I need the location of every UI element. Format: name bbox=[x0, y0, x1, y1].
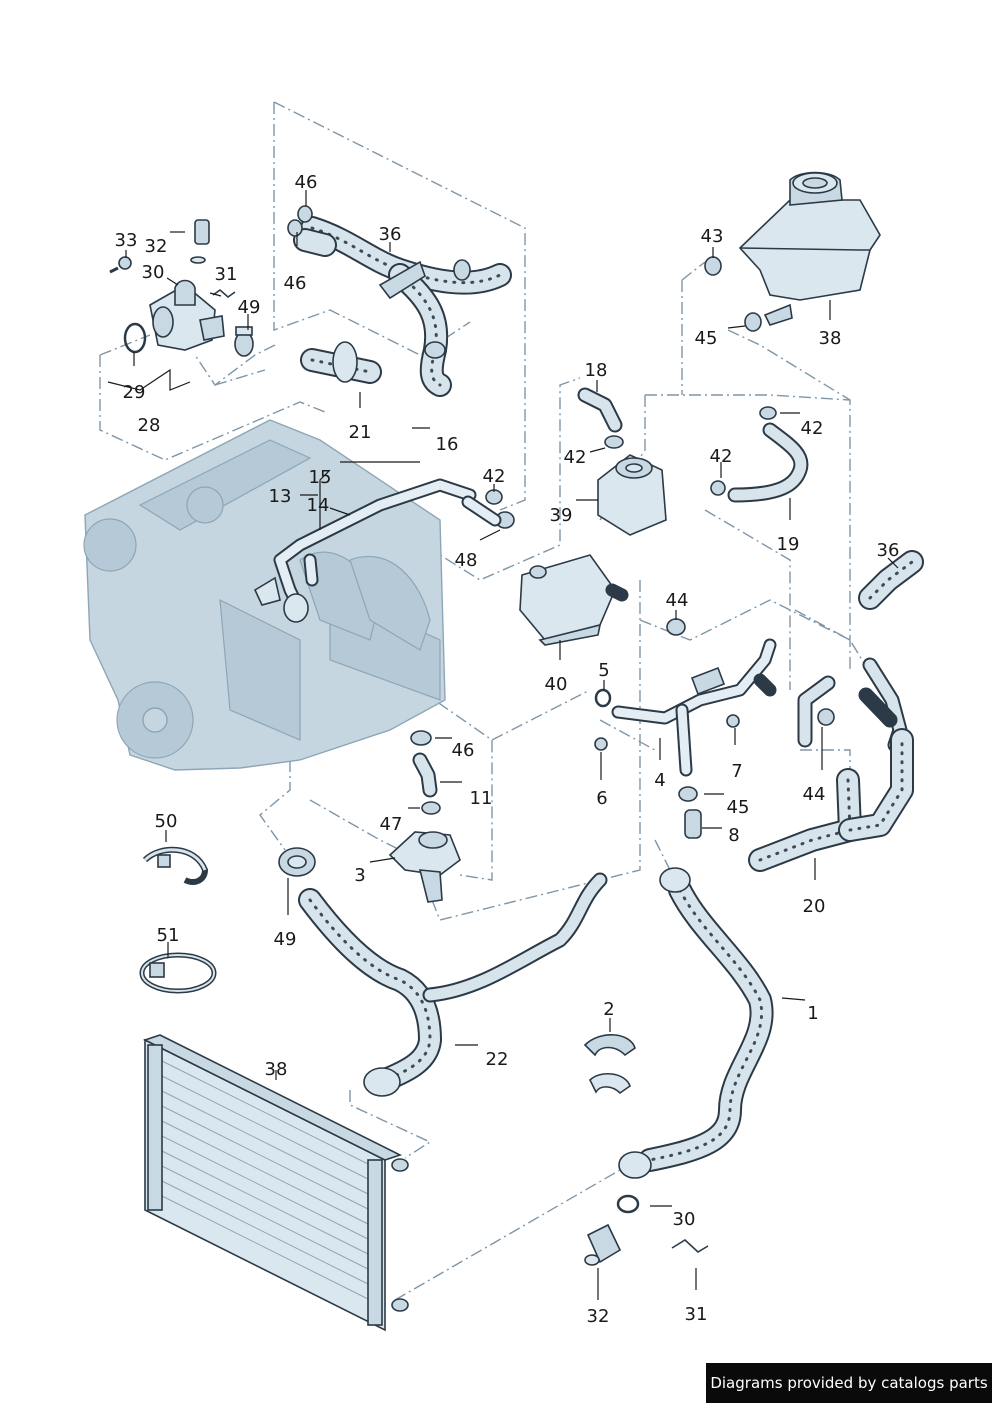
label-44: 44 bbox=[666, 590, 689, 611]
label-32: 32 bbox=[587, 1306, 610, 1327]
label-1: 1 bbox=[807, 1003, 818, 1024]
label-38: 38 bbox=[819, 328, 842, 349]
clip-31-lower bbox=[671, 1239, 709, 1253]
label-13: 13 bbox=[269, 486, 292, 507]
coolant-pipe-13 bbox=[253, 478, 477, 623]
bracket-2 bbox=[583, 1034, 636, 1095]
clamp-46-pump bbox=[410, 730, 432, 746]
label-50: 50 bbox=[155, 811, 178, 832]
label-42: 42 bbox=[483, 466, 506, 487]
label-48: 48 bbox=[455, 550, 478, 571]
expansion-tank-38 bbox=[738, 171, 881, 326]
label-8: 8 bbox=[728, 825, 739, 846]
label-36: 36 bbox=[379, 224, 402, 245]
label-15: 15 bbox=[309, 467, 332, 488]
label-49: 49 bbox=[274, 929, 297, 950]
water-pump-3 bbox=[388, 831, 461, 903]
label-21: 21 bbox=[349, 422, 372, 443]
hose-20 bbox=[748, 728, 914, 872]
label-4: 4 bbox=[654, 770, 665, 791]
label-49: 49 bbox=[238, 297, 261, 318]
label-47: 47 bbox=[380, 814, 403, 835]
sensor-32-lower bbox=[584, 1223, 622, 1266]
label-31: 31 bbox=[215, 264, 238, 285]
label-2: 2 bbox=[603, 999, 614, 1020]
hose-1 bbox=[618, 867, 774, 1179]
clamp-51 bbox=[139, 952, 217, 994]
label-30: 30 bbox=[142, 262, 165, 283]
coolant-pipe-4 bbox=[611, 638, 777, 777]
label-5: 5 bbox=[598, 660, 609, 681]
clamp-42-18 bbox=[604, 435, 624, 449]
hose-18 bbox=[577, 387, 623, 433]
hose-8 bbox=[684, 809, 702, 839]
thermostat-housing bbox=[149, 279, 225, 351]
hose-36-right bbox=[858, 550, 924, 610]
label-30: 30 bbox=[673, 1209, 696, 1230]
label-29: 29 bbox=[123, 382, 146, 403]
credit-banner: Diagrams provided by catalogs parts bbox=[706, 1363, 992, 1403]
label-14: 14 bbox=[307, 495, 330, 516]
o-ring-5 bbox=[594, 688, 612, 708]
cap-49-lower bbox=[278, 847, 316, 877]
label-42: 42 bbox=[801, 418, 824, 439]
clamp-50 bbox=[142, 846, 209, 885]
label-43: 43 bbox=[701, 226, 724, 247]
label-7: 7 bbox=[731, 761, 742, 782]
label-3: 3 bbox=[354, 865, 365, 886]
clamp-45-top bbox=[744, 312, 762, 332]
label-32: 32 bbox=[145, 236, 168, 257]
hose-clamp-49-top bbox=[234, 326, 254, 357]
hose-36-upper bbox=[293, 216, 512, 397]
label-39: 39 bbox=[550, 505, 573, 526]
label-46: 46 bbox=[452, 740, 475, 761]
label-28: 28 bbox=[138, 415, 161, 436]
label-31: 31 bbox=[685, 1304, 708, 1325]
o-ring-29 bbox=[123, 322, 147, 354]
oil-cooler-40 bbox=[519, 554, 629, 646]
hose-11 bbox=[412, 752, 438, 798]
label-22: 22 bbox=[486, 1049, 509, 1070]
label-46: 46 bbox=[284, 273, 307, 294]
radiator-38 bbox=[142, 1034, 409, 1332]
bolt-33 bbox=[109, 256, 132, 274]
hose-44-group bbox=[797, 657, 908, 753]
label-20: 20 bbox=[803, 896, 826, 917]
label-36: 36 bbox=[877, 540, 900, 561]
label-19: 19 bbox=[777, 534, 800, 555]
bolt-6 bbox=[594, 737, 608, 751]
clamps-42-19 bbox=[710, 406, 777, 496]
hose-19 bbox=[727, 422, 809, 503]
label-18: 18 bbox=[585, 360, 608, 381]
callout-labels: 46 46 36 33 32 30 31 49 29 28 21 43 45 3… bbox=[115, 172, 900, 1327]
bolt-7 bbox=[726, 714, 740, 728]
label-40: 40 bbox=[545, 674, 568, 695]
clamp-45-mid bbox=[678, 786, 698, 802]
label-42: 42 bbox=[564, 447, 587, 468]
sensor-32-top bbox=[190, 219, 210, 264]
label-6: 6 bbox=[596, 788, 607, 809]
label-42: 42 bbox=[710, 446, 733, 467]
label-16: 16 bbox=[436, 434, 459, 455]
clamp-47 bbox=[421, 801, 441, 815]
hose-22 bbox=[298, 872, 608, 1097]
label-11: 11 bbox=[470, 788, 493, 809]
label-38: 38 bbox=[265, 1059, 288, 1080]
leader-lines bbox=[107, 190, 899, 1300]
label-45: 45 bbox=[727, 797, 750, 818]
label-51: 51 bbox=[157, 925, 180, 946]
o-ring-30-lower bbox=[616, 1194, 640, 1214]
label-44: 44 bbox=[803, 784, 826, 805]
clamp-44-a bbox=[666, 618, 686, 636]
coolant-flange-39 bbox=[597, 454, 667, 536]
label-46: 46 bbox=[295, 172, 318, 193]
clip-31-top bbox=[212, 289, 236, 298]
cap-43 bbox=[704, 256, 722, 276]
label-45: 45 bbox=[695, 328, 718, 349]
hose-21 bbox=[300, 341, 382, 384]
label-33: 33 bbox=[115, 230, 138, 251]
clamps-46-top bbox=[287, 205, 313, 237]
